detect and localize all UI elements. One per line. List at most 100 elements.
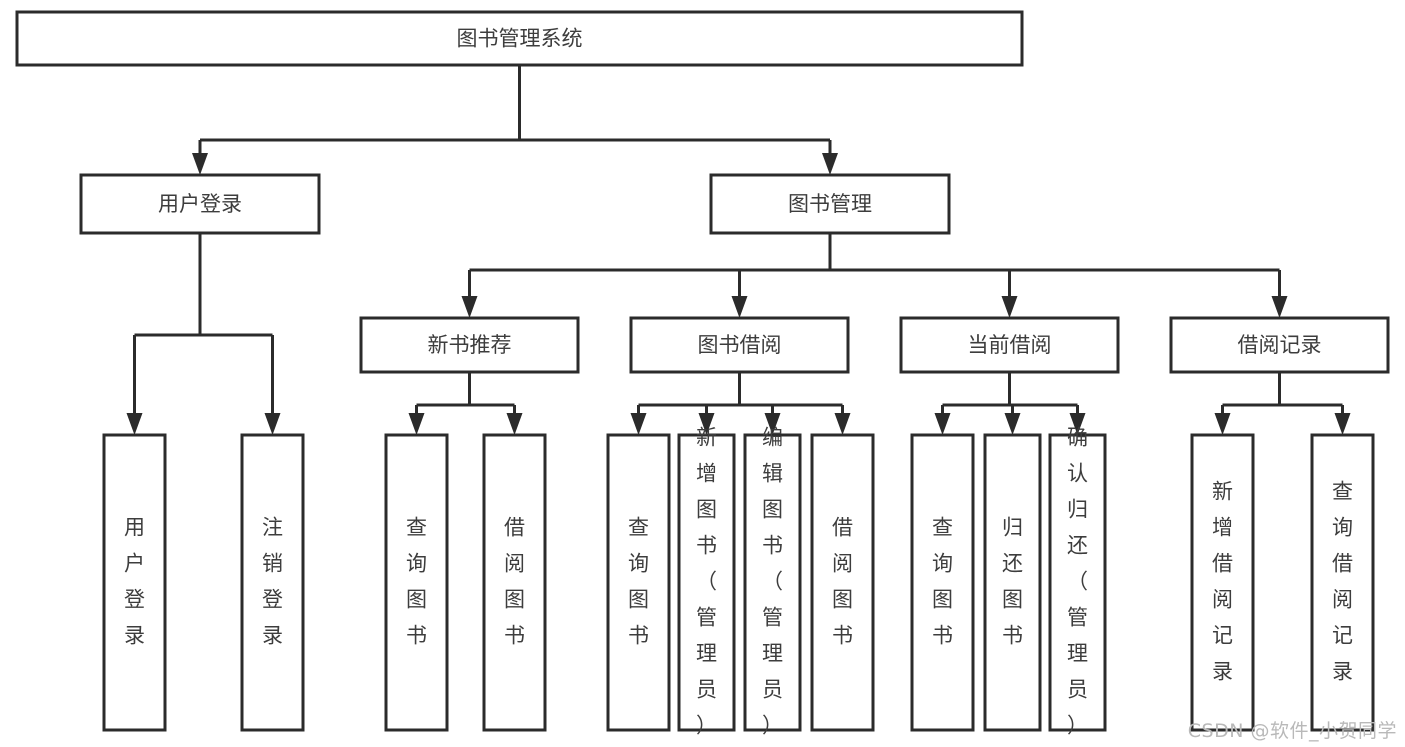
svg-text:书: 书 <box>832 624 853 648</box>
edge-group-borrow-record <box>1214 372 1351 435</box>
svg-text:理: 理 <box>762 642 783 666</box>
svg-text:归: 归 <box>1002 516 1023 540</box>
node-book-borrow[interactable]: 图书借阅 <box>629 316 850 374</box>
node-label: 当前借阅 <box>968 333 1052 357</box>
svg-text:查: 查 <box>628 516 649 540</box>
svg-text:增: 增 <box>696 462 717 486</box>
svg-text:查: 查 <box>1332 480 1353 504</box>
svg-text:阅: 阅 <box>1212 588 1233 612</box>
node-box <box>1310 433 1375 732</box>
node-box <box>606 433 671 732</box>
svg-text:户: 户 <box>124 552 145 576</box>
node-box <box>743 433 802 732</box>
csdn-watermark: CSDN @软件_小贺同学 <box>1187 720 1397 742</box>
svg-text:录: 录 <box>1212 660 1233 684</box>
node-box <box>79 173 321 235</box>
svg-text:录: 录 <box>124 624 145 648</box>
node-root[interactable]: 图书管理系统 <box>15 10 1024 67</box>
svg-text:借: 借 <box>1212 552 1233 576</box>
svg-text:图: 图 <box>932 588 953 612</box>
node-box <box>910 433 975 732</box>
svg-text:书: 书 <box>932 624 953 648</box>
svg-text:书: 书 <box>628 624 649 648</box>
svg-text:管: 管 <box>1067 606 1088 630</box>
node-box <box>359 316 580 374</box>
node-label: 图书借阅 <box>698 333 782 357</box>
svg-text:增: 增 <box>1212 516 1233 540</box>
svg-text:新: 新 <box>1212 480 1233 504</box>
svg-text:借: 借 <box>1332 552 1353 576</box>
edges-layer <box>126 65 1351 435</box>
node-box <box>677 433 736 732</box>
svg-text:认: 认 <box>1067 462 1088 486</box>
svg-text:书: 书 <box>406 624 427 648</box>
svg-text:确: 确 <box>1067 426 1088 450</box>
svg-text:新: 新 <box>696 426 717 450</box>
svg-text:理: 理 <box>696 642 717 666</box>
node-leaf-user-login[interactable]: 用户登录 <box>102 433 167 732</box>
svg-text:还: 还 <box>1002 552 1023 576</box>
node-current-borrow[interactable]: 当前借阅 <box>899 316 1120 374</box>
svg-text:还: 还 <box>1067 534 1088 558</box>
svg-text:图: 图 <box>696 498 717 522</box>
svg-text:用: 用 <box>124 516 145 540</box>
svg-text:书: 书 <box>504 624 525 648</box>
svg-text:编: 编 <box>762 426 783 450</box>
svg-text:理: 理 <box>1067 642 1088 666</box>
edge-group-root <box>192 65 838 175</box>
svg-text:（: （ <box>696 570 717 594</box>
node-box <box>1048 433 1107 732</box>
svg-text:员: 员 <box>762 678 783 702</box>
node-label: 用户登录 <box>158 192 242 216</box>
svg-text:图: 图 <box>1002 588 1023 612</box>
svg-text:书: 书 <box>762 534 783 558</box>
svg-text:管: 管 <box>762 606 783 630</box>
svg-text:管: 管 <box>696 606 717 630</box>
node-box <box>482 433 547 732</box>
svg-text:记: 记 <box>1212 624 1233 648</box>
svg-text:记: 记 <box>1332 624 1353 648</box>
svg-text:阅: 阅 <box>832 552 853 576</box>
edge-group-book-manage <box>461 233 1288 318</box>
svg-text:销: 销 <box>262 552 283 576</box>
node-box <box>709 173 951 235</box>
node-box <box>102 433 167 732</box>
svg-text:阅: 阅 <box>504 552 525 576</box>
node-user-login[interactable]: 用户登录 <box>79 173 321 235</box>
node-box <box>1169 316 1390 374</box>
node-label: 图书管理 <box>788 192 872 216</box>
node-new-book-recommend[interactable]: 新书推荐 <box>359 316 580 374</box>
node-label: 用户登录 <box>124 516 145 648</box>
svg-text:登: 登 <box>262 588 283 612</box>
svg-text:查: 查 <box>406 516 427 540</box>
edge-group-current-borrow <box>934 372 1086 435</box>
node-borrow-record[interactable]: 借阅记录 <box>1169 316 1390 374</box>
node-box <box>629 316 850 374</box>
node-book-manage[interactable]: 图书管理 <box>709 173 951 235</box>
svg-text:（: （ <box>762 570 783 594</box>
svg-text:员: 员 <box>696 678 717 702</box>
svg-text:图: 图 <box>406 588 427 612</box>
